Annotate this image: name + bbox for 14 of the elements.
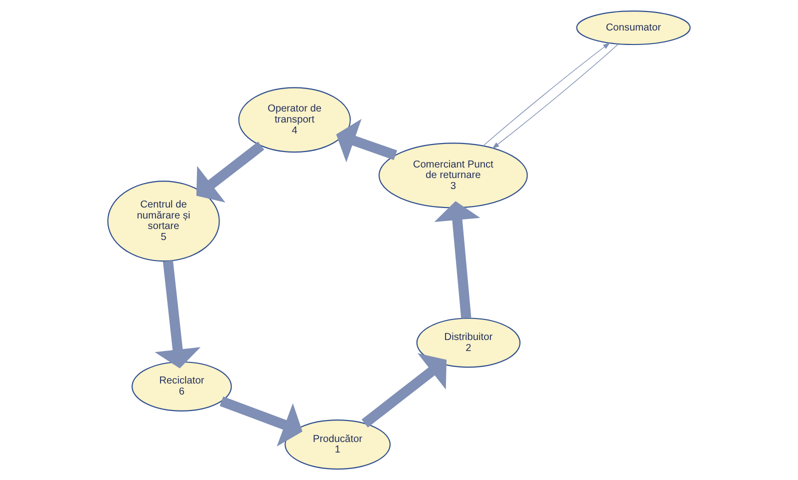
node-ellipse: Reciclator 6	[132, 361, 232, 412]
arrow	[154, 260, 201, 368]
arrow	[196, 142, 264, 202]
arrow	[492, 44, 618, 149]
node-ellipse: Consumator	[576, 10, 691, 46]
node-ellipse: Distribuitor 2	[416, 318, 521, 368]
arrow	[220, 396, 302, 446]
node-ellipse: Operator de transport 4	[238, 87, 351, 153]
arrow	[336, 118, 398, 162]
arrow	[434, 201, 480, 318]
node-ellipse: Centrul de numărare și sortare 5	[107, 180, 220, 262]
node-ellipse: Producător 1	[284, 420, 391, 470]
arrow	[482, 42, 610, 146]
arrow	[362, 353, 447, 428]
